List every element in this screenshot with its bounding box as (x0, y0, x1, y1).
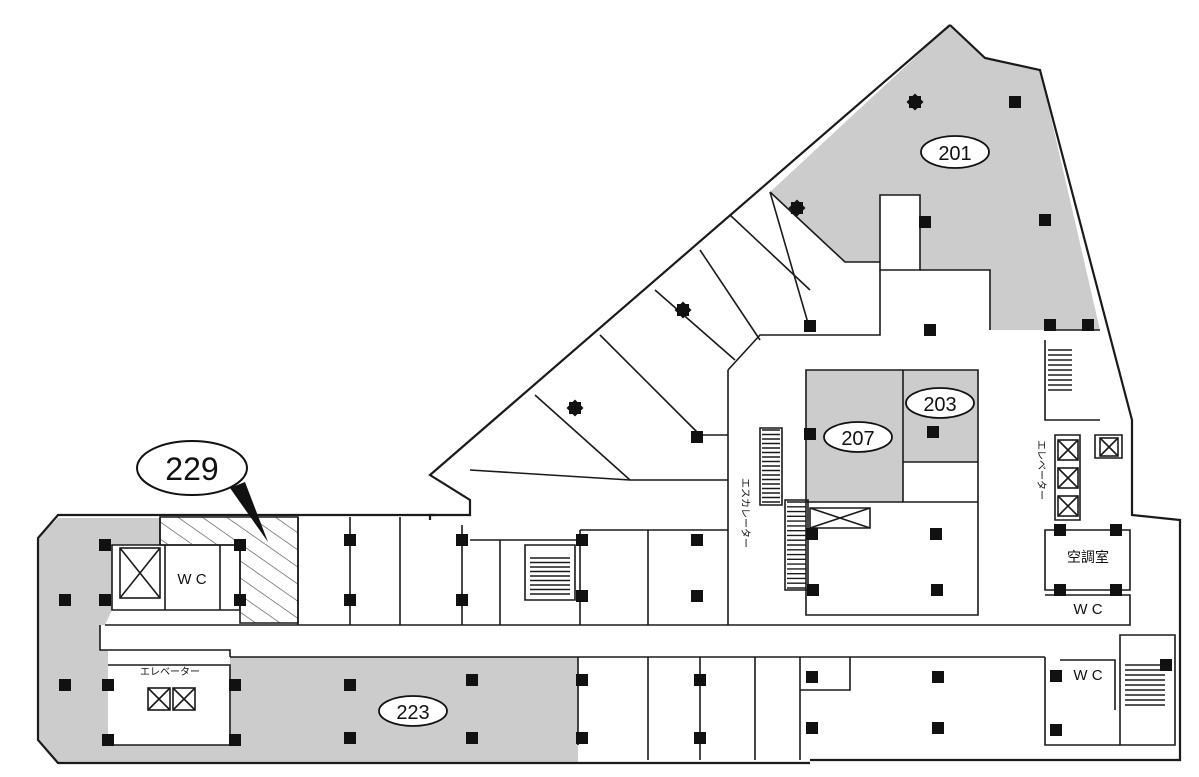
wc-label-lower: W C (1073, 667, 1102, 684)
unit-229-area[interactable] (160, 517, 298, 545)
unit-229-area-2[interactable] (240, 545, 298, 623)
square-column-icon (931, 584, 943, 596)
elevator-label-left: エレベーター (140, 666, 200, 678)
unit-223-label: 223 (396, 702, 429, 724)
square-column-icon (694, 674, 706, 686)
stairs-icon (530, 349, 1165, 706)
square-column-icon (456, 534, 468, 546)
square-column-icon (1039, 214, 1051, 226)
square-column-icon (1054, 584, 1066, 596)
unit-203-label: 203 (923, 394, 956, 416)
square-column-icon (566, 399, 584, 417)
square-column-icon (806, 671, 818, 683)
square-column-icon (788, 199, 806, 217)
square-column-icon (674, 301, 692, 319)
square-column-icon (576, 732, 588, 744)
square-column-icon (806, 722, 818, 734)
square-column-icon (576, 590, 588, 602)
square-column-icon (466, 674, 478, 686)
wc-label-left: W C (177, 571, 206, 588)
columns (59, 93, 1172, 746)
unit-201-label: 201 (938, 143, 971, 165)
square-column-icon (807, 584, 819, 596)
square-column-icon (1050, 670, 1062, 682)
unit-229-label: 229 (165, 451, 218, 487)
unit-label-207: 207 (823, 421, 893, 453)
square-column-icon (344, 594, 356, 606)
square-column-icon (932, 722, 944, 734)
square-column-icon (1082, 319, 1094, 331)
square-column-icon (906, 93, 924, 111)
escalator-label: エスカレーター (739, 478, 751, 548)
elevator-label-right: エレベーター (1035, 440, 1047, 500)
square-column-icon (1044, 319, 1056, 331)
square-column-icon (806, 528, 818, 540)
square-column-icon (804, 320, 816, 332)
square-column-icon (229, 734, 241, 746)
square-column-icon (466, 732, 478, 744)
square-column-icon (234, 594, 246, 606)
square-column-icon (59, 679, 71, 691)
square-column-icon (1110, 524, 1122, 536)
unit-label-229: 229 (136, 440, 268, 542)
square-column-icon (694, 732, 706, 744)
unit-201-area[interactable] (770, 25, 1100, 330)
elevator-cross-icon (119, 437, 1119, 711)
square-column-icon (344, 732, 356, 744)
square-column-icon (1054, 524, 1066, 536)
unit-207-label: 207 (841, 428, 874, 450)
hvac-room-label: 空調室 (1067, 549, 1109, 565)
square-column-icon (930, 528, 942, 540)
square-column-icon (924, 324, 936, 336)
square-column-icon (932, 671, 944, 683)
square-column-icon (102, 734, 114, 746)
unit-label-203: 203 (905, 387, 975, 419)
square-column-icon (99, 539, 111, 551)
square-column-icon (804, 428, 816, 440)
unit-label-201: 201 (920, 135, 990, 169)
square-column-icon (1160, 659, 1172, 671)
square-column-icon (229, 679, 241, 691)
square-column-icon (1110, 584, 1122, 596)
unit-229-outline (159, 516, 299, 624)
square-column-icon (576, 674, 588, 686)
left-wing-area[interactable] (38, 518, 240, 763)
square-column-icon (1050, 724, 1062, 736)
square-column-icon (59, 594, 71, 606)
square-column-icon (691, 590, 703, 602)
square-column-icon (102, 679, 114, 691)
square-column-icon (691, 431, 703, 443)
unit-label-223: 223 (378, 695, 448, 727)
square-column-icon (234, 539, 246, 551)
square-column-icon (1009, 96, 1021, 108)
square-column-icon (456, 594, 468, 606)
square-column-icon (691, 534, 703, 546)
square-column-icon (344, 679, 356, 691)
square-column-icon (927, 426, 939, 438)
square-column-icon (576, 534, 588, 546)
square-column-icon (919, 216, 931, 228)
square-column-icon (344, 534, 356, 546)
square-column-icon (99, 594, 111, 606)
wc-label-right: W C (1073, 601, 1102, 618)
